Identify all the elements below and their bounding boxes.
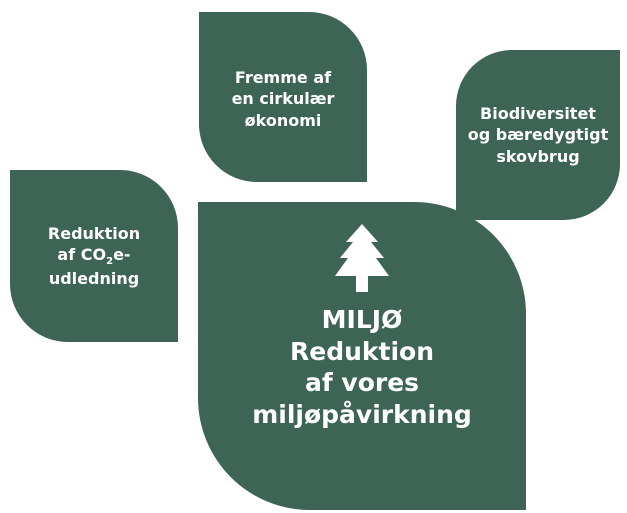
leaf-co2-line3: udledning bbox=[48, 269, 140, 289]
leaf-circular-economy: Fremme af en cirkulær økonomi bbox=[199, 12, 367, 182]
leaf-circular-economy-label: Fremme af en cirkulær økonomi bbox=[231, 68, 335, 130]
tree-icon bbox=[335, 224, 389, 292]
leaf-co2-line2-prefix: af CO bbox=[57, 244, 107, 264]
leaf-biodiversity-label: Biodiversitet og bæredygtigt skovbrug bbox=[467, 104, 609, 166]
leaf-environment-main: MILJØ Reduktion af vores miljøpåvirkning bbox=[198, 202, 526, 510]
leaf-biodiversity: Biodiversitet og bæredygtigt skovbrug bbox=[456, 50, 620, 220]
leaf-co2-subscript: 2 bbox=[106, 256, 114, 267]
leaf-co2-reduction-label: Reduktion af CO2e- udledning bbox=[48, 223, 140, 290]
leaf-co2-line2-suffix: e- bbox=[113, 244, 131, 264]
leaf-co2-reduction: Reduktion af CO2e- udledning bbox=[10, 170, 178, 342]
leaf-co2-line1: Reduktion bbox=[47, 223, 141, 243]
leaf-environment-main-label: MILJØ Reduktion af vores miljøpåvirkning bbox=[252, 305, 472, 429]
